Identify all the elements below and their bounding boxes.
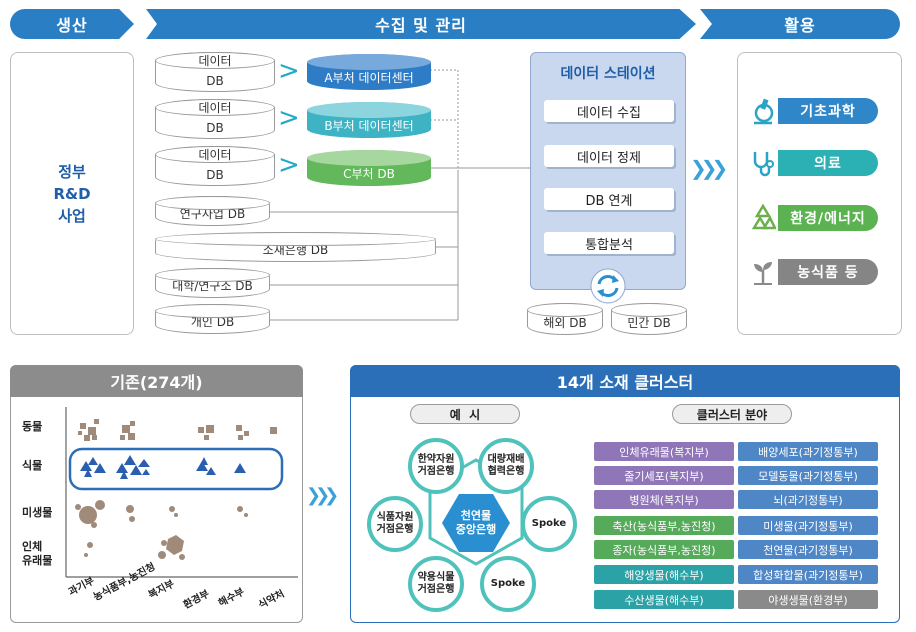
production-title-1: 정부 (58, 162, 86, 181)
production-panel: 정부 R&D 사업 (10, 52, 134, 335)
data-station-title: 데이터 스테이션 (560, 66, 656, 82)
existing-title: 기존(274개) (10, 365, 303, 397)
usage-agrifood: 농식품 등 (778, 259, 878, 285)
db-personal: 개인 DB (155, 304, 270, 334)
field-label: 클러스터 분야 (672, 404, 792, 424)
db-university: 대학/연구소 DB (155, 268, 270, 298)
tag-model-animal: 모델동물(과기정통부) (738, 466, 878, 485)
center-b: B부처 데이터센터 (307, 102, 431, 138)
stethoscope-icon (753, 152, 774, 177)
db-cylinder-3: 데이터 DB (155, 146, 275, 186)
tag-wildlife: 야생생물(환경부) (738, 590, 878, 609)
db-private: 민간 DB (611, 303, 687, 335)
node-medicinal: 약용식물 거점은행 (408, 556, 464, 612)
db-cylinder-2: 데이터 DB (155, 99, 275, 139)
node-mass-cultivation: 대량재배 협력은행 (478, 438, 534, 494)
tag-livestock: 축산(농식품부,농진청) (594, 516, 734, 535)
node-spoke-1: Spoke (521, 496, 577, 552)
double-chevron-icon: ❯❯❯ (306, 485, 339, 506)
microscope-icon (754, 98, 774, 125)
production-title-3: 사업 (58, 206, 86, 225)
usage-medical: 의료 (778, 150, 878, 176)
tag-synthetic-compound: 합성화합물(과기정통부) (738, 565, 878, 584)
db-research: 연구사업 DB (155, 196, 270, 226)
banner-usage: 활용 (700, 9, 900, 39)
double-chevron-icon: ❯❯❯ (690, 156, 728, 180)
node-spoke-2: Spoke (480, 556, 536, 612)
banner-production: 생산 (10, 9, 134, 39)
connector-lines (270, 69, 530, 321)
step-analysis: 통합분석 (544, 232, 674, 254)
db-material-bank: 소재은행 DB (155, 232, 436, 262)
node-herbal: 한약자원 거점은행 (408, 438, 464, 494)
existing-panel (10, 365, 303, 623)
tag-cultured-cell: 배양세포(과기정통부) (738, 442, 878, 461)
center-a: A부처 데이터센터 (307, 54, 431, 90)
tag-brain: 뇌(과기정통부) (738, 490, 878, 509)
tag-stem-cell: 줄기세포(복지부) (594, 466, 734, 485)
usage-environment: 환경/에너지 (778, 205, 878, 231)
chevron-right-icon: > (278, 150, 300, 180)
row-label-animal: 동물 (22, 420, 43, 433)
tag-fisheries: 수산생물(해수부) (594, 590, 734, 609)
usage-basic-science: 기초과학 (778, 98, 878, 124)
center-c: C부처 DB (307, 150, 431, 186)
tag-marine: 해양생물(해수부) (594, 565, 734, 584)
tag-microbe: 미생물(과기정통부) (738, 516, 878, 535)
example-label: 예 시 (410, 404, 520, 424)
tag-human-derived: 인체유래물(복지부) (594, 442, 734, 461)
db-overseas: 해외 DB (527, 303, 603, 335)
sync-icon (590, 268, 626, 304)
banner-collection: 수집 및 관리 (146, 9, 696, 39)
chevron-right-icon: > (278, 56, 300, 86)
existing-scatter (65, 407, 298, 578)
step-clean: 데이터 정제 (544, 145, 674, 167)
tag-pathogen: 병원체(복지부) (594, 490, 734, 509)
usage-panel (737, 52, 902, 335)
db-cylinder-1: 데이터 DB (155, 52, 275, 92)
step-collect: 데이터 수집 (544, 100, 674, 122)
row-label-human: 인체 유래물 (22, 540, 53, 567)
production-title-2: R&D (53, 184, 91, 203)
node-food: 식품자원 거점은행 (367, 496, 423, 552)
clusters-title: 14개 소재 클러스터 (350, 365, 900, 397)
row-label-microbe: 미생물 (22, 506, 53, 519)
row-label-plant: 식물 (22, 459, 43, 472)
chevron-right-icon: > (278, 103, 300, 133)
hub-central-bank: 천연물 중앙은행 (442, 494, 510, 552)
step-link: DB 연계 (544, 188, 674, 210)
sprout-icon (754, 262, 772, 285)
tag-seed: 종자(농식품부,농진청) (594, 540, 734, 559)
tag-natural-product: 천연물(과기정통부) (738, 540, 878, 559)
recycle-icon (751, 204, 776, 230)
data-station-panel (530, 52, 686, 290)
